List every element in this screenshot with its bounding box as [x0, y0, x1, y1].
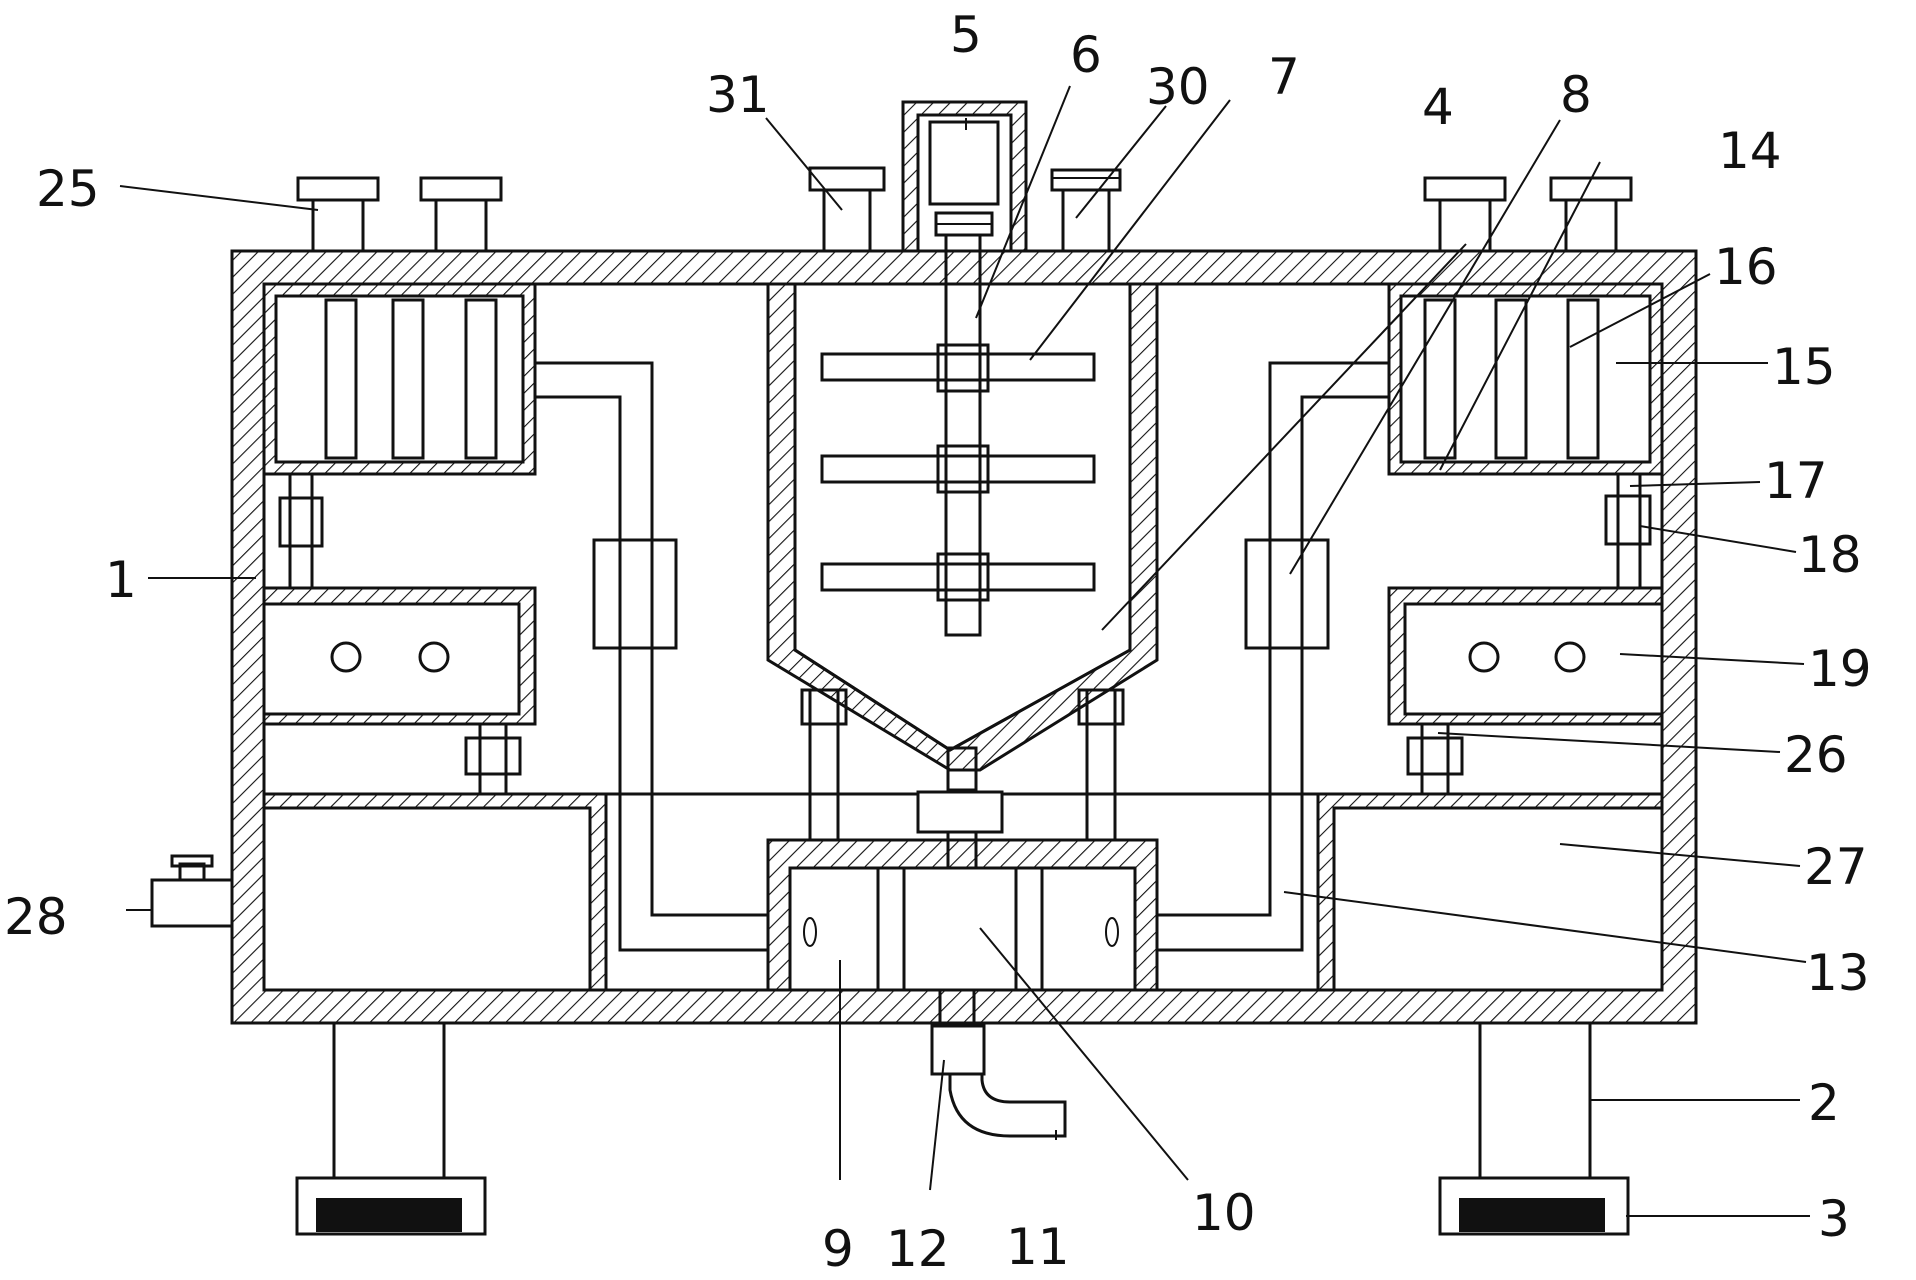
leader-lines	[119, 85, 1810, 1217]
stirring-blades	[820, 343, 1096, 602]
motor	[928, 120, 1000, 237]
label-31: 31	[706, 66, 770, 124]
drain-outlet	[150, 854, 234, 928]
right-circulation-pipe	[1157, 361, 1389, 952]
label-10: 10	[1192, 1184, 1256, 1242]
left-pipe-connector	[278, 472, 324, 596]
filter-box	[766, 838, 1159, 992]
top-inlets	[296, 166, 1633, 253]
mixing-tank	[766, 282, 1159, 792]
label-9: 9	[822, 1220, 854, 1278]
right-water-tank	[1316, 792, 1664, 992]
right-pump-chamber	[1387, 586, 1664, 726]
motor-housing	[901, 100, 1028, 253]
outlet-pipe	[948, 1072, 1067, 1138]
label-18: 18	[1798, 526, 1862, 584]
foot-pads	[295, 1176, 1630, 1236]
label-7: 7	[1268, 48, 1300, 106]
label-14: 14	[1718, 122, 1782, 180]
support-legs	[332, 1021, 1592, 1180]
filter-element	[876, 866, 1044, 992]
label-8: 8	[1560, 66, 1592, 124]
right-filter-chamber	[1387, 282, 1664, 476]
left-lower-connector	[464, 722, 522, 800]
label-28: 28	[4, 888, 68, 946]
right-pipe-connector	[1604, 472, 1652, 596]
label-15: 15	[1772, 338, 1836, 396]
label-12: 12	[886, 1220, 950, 1278]
left-circulation-pipe	[535, 361, 768, 952]
callout-labels: 1 2 3 4 5 6 7 8 9 10 11 12 13 14 15 16 1…	[4, 6, 1872, 1278]
right-lower-connector	[1406, 722, 1464, 800]
label-27: 27	[1804, 838, 1868, 896]
label-25: 25	[36, 160, 100, 218]
outer-housing	[230, 249, 1698, 1025]
stirring-shaft	[944, 233, 982, 637]
label-13: 13	[1806, 944, 1870, 1002]
label-30: 30	[1146, 58, 1210, 116]
label-4: 4	[1422, 78, 1454, 136]
left-filter-chamber	[262, 282, 537, 476]
label-2: 2	[1808, 1074, 1840, 1132]
label-3: 3	[1818, 1190, 1850, 1248]
label-26: 26	[1784, 726, 1848, 784]
label-5: 5	[950, 6, 982, 64]
label-11: 11	[1006, 1218, 1070, 1276]
label-1: 1	[105, 551, 137, 609]
left-water-tank	[262, 792, 608, 992]
label-6: 6	[1070, 26, 1102, 84]
label-16: 16	[1714, 238, 1778, 296]
label-17: 17	[1764, 452, 1828, 510]
label-19: 19	[1808, 640, 1872, 698]
left-pump-chamber	[262, 586, 537, 726]
